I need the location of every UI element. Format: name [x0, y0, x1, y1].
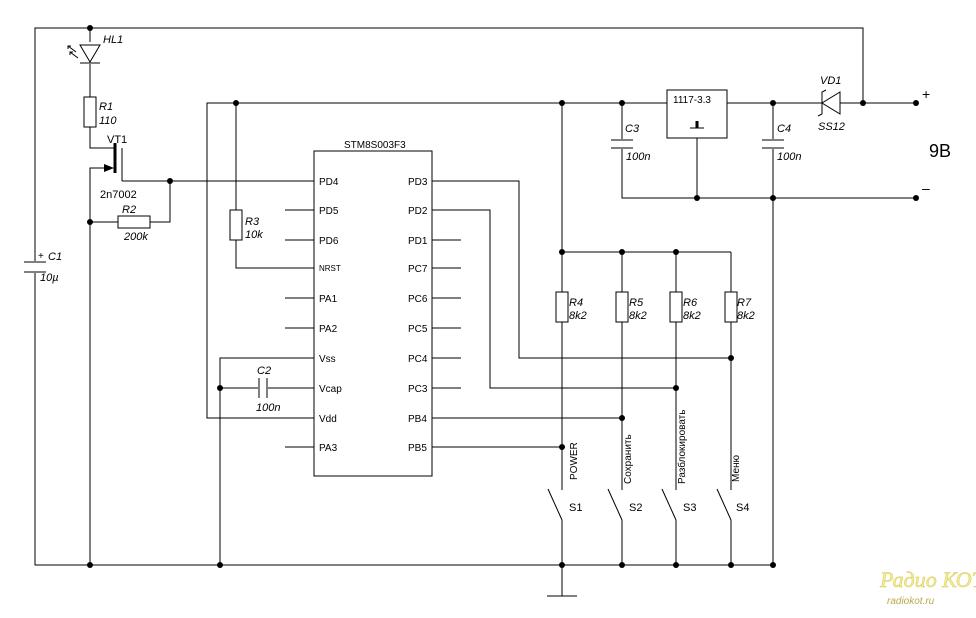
pin-pd1: PD1 — [408, 236, 428, 247]
pin-pd3: PD3 — [408, 177, 428, 188]
watermark: Радио КОТ radiokot.ru — [879, 567, 976, 607]
r2-ref: R2 — [122, 204, 136, 216]
resistor-r6: R6 8k2 — [669, 291, 701, 323]
s2-label: Сохранить — [623, 434, 634, 484]
r1-ref: R1 — [99, 101, 113, 113]
s1-label: POWER — [569, 442, 580, 480]
pin-pd4: PD4 — [319, 177, 339, 188]
regulator-label: 1117-3.3 — [673, 95, 711, 106]
pin-vss: Vss — [319, 354, 336, 365]
r6-ref: R6 — [683, 297, 698, 309]
r1-value: 110 — [99, 115, 117, 127]
switch-s1: S1 POWER — [545, 442, 582, 526]
pin-pd2: PD2 — [408, 206, 428, 217]
minus-label: – — [922, 180, 930, 196]
vd1-value: SS12 — [818, 121, 845, 133]
pin-pd6: PD6 — [319, 236, 339, 247]
pin-vcap: Vcap — [319, 384, 342, 395]
c4-ref: C4 — [777, 123, 791, 135]
c2-value: 100n — [256, 402, 280, 414]
resistor-r2: R2 200k — [117, 204, 151, 243]
r3-ref: R3 — [245, 216, 260, 228]
r4-ref: R4 — [569, 297, 583, 309]
c1-ref: C1 — [48, 251, 62, 263]
r2-value: 200k — [123, 231, 148, 243]
r5-ref: R5 — [629, 297, 644, 309]
switch-s2: S2 Сохранить — [605, 434, 642, 526]
pin-pa3: PA3 — [319, 443, 338, 454]
wires — [34, 27, 916, 597]
diode-vd1: VD1 SS12 — [800, 75, 845, 133]
regulator-1117: 1117-3.3 — [666, 89, 728, 139]
pin-pc5: PC5 — [408, 324, 428, 335]
pin-pa1: PA1 — [319, 294, 338, 305]
s3-label: Разблокировать — [676, 410, 688, 484]
vt1-ref: VT1 — [107, 134, 127, 146]
svg-text:+: + — [38, 251, 44, 262]
voltage-label: 9B — [929, 141, 951, 161]
pin-pb5: PB5 — [408, 443, 427, 454]
plus-label: + — [922, 86, 930, 102]
watermark-logo: Радио КОТ — [879, 567, 976, 592]
c3-value: 100n — [626, 151, 650, 163]
r7-ref: R7 — [737, 297, 752, 309]
s3-ref: S3 — [683, 502, 696, 514]
pin-pd5: PD5 — [319, 206, 339, 217]
r3-value: 10k — [245, 229, 263, 241]
pin-pc4: PC4 — [408, 354, 428, 365]
ic-name: STM8S003F3 — [344, 140, 406, 151]
ic-stm8s003f3: STM8S003F3 PD4 PD5 PD6 NRST PA1 PA2 Vss … — [313, 140, 433, 477]
watermark-url: radiokot.ru — [887, 596, 935, 607]
pin-pa2: PA2 — [319, 324, 338, 335]
r4-value: 8k2 — [569, 310, 587, 322]
r5-value: 8k2 — [629, 310, 647, 322]
power-input: + – 9B — [922, 86, 951, 196]
s1-ref: S1 — [569, 502, 582, 514]
junction-dots — [87, 25, 919, 568]
resistor-r5: R5 8k2 — [615, 291, 647, 323]
c1-value: 10µ — [40, 272, 59, 284]
capacitor-c1: + C1 10µ — [24, 251, 62, 284]
pin-pc7: PC7 — [408, 264, 428, 275]
resistor-r7: R7 8k2 — [724, 291, 755, 323]
pin-pc6: PC6 — [408, 294, 428, 305]
switch-s4: S4 Меню — [714, 454, 749, 526]
c3-ref: C3 — [625, 123, 640, 135]
r6-value: 8k2 — [683, 310, 701, 322]
pin-nrst: NRST — [319, 264, 341, 273]
capacitor-c2: C2 100n — [256, 365, 280, 414]
resistor-r4: R4 8k2 — [555, 291, 587, 323]
vt1-value: 2n7002 — [100, 189, 137, 201]
c4-value: 100n — [777, 151, 801, 163]
vd1-ref: VD1 — [820, 75, 841, 87]
resistor-r3: R3 10k — [229, 209, 263, 241]
s2-ref: S2 — [629, 502, 642, 514]
transistor-vt1: VT1 2n7002 — [86, 132, 170, 201]
led-hl1: HL1 — [67, 34, 123, 64]
s4-label: Меню — [731, 454, 742, 482]
pin-vdd: Vdd — [319, 414, 337, 425]
capacitor-c4: C4 100n — [761, 123, 801, 163]
capacitor-c3: C3 100n — [610, 123, 650, 163]
switch-s3: S3 Разблокировать — [659, 410, 696, 526]
resistor-r1: R1 110 — [83, 96, 117, 128]
c2-ref: C2 — [257, 365, 271, 377]
pin-pb4: PB4 — [408, 414, 427, 425]
s4-ref: S4 — [736, 502, 749, 514]
hl1-ref: HL1 — [103, 34, 123, 46]
r7-value: 8k2 — [737, 310, 755, 322]
pin-pc3: PC3 — [408, 384, 428, 395]
